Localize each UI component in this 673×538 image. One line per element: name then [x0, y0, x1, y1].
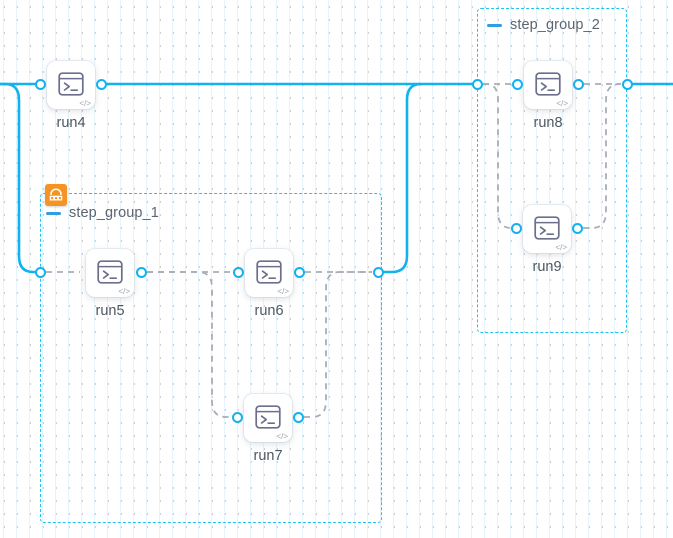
port-run7-output[interactable]: [293, 412, 304, 423]
node-card[interactable]: </>: [244, 394, 292, 442]
port-run9-input[interactable]: [511, 223, 522, 234]
terminal-icon: [256, 259, 282, 284]
group-header-step-group-1[interactable]: step_group_1: [46, 205, 159, 221]
minus-icon[interactable]: [46, 211, 61, 215]
node-card[interactable]: </>: [47, 61, 95, 109]
port-group2-input[interactable]: [472, 79, 483, 90]
node-run5[interactable]: </> run5: [86, 249, 134, 319]
node-label: run9: [532, 259, 562, 275]
workflow-group-icon: [45, 184, 67, 206]
group-title-label: step_group_2: [510, 17, 600, 33]
edge-canvas-left-to-run5: [0, 82, 40, 274]
port-run6-output[interactable]: [294, 267, 305, 278]
group-title-label: step_group_1: [69, 205, 159, 221]
node-label: run7: [253, 448, 283, 464]
edge-merge1-to-main-lane: [378, 82, 422, 274]
code-icon: </>: [555, 243, 567, 252]
port-run4-output[interactable]: [96, 79, 107, 90]
group-box-step-group-2[interactable]: [477, 8, 627, 333]
terminal-icon: [97, 259, 123, 284]
port-run9-output[interactable]: [572, 223, 583, 234]
node-run6[interactable]: </> run6: [245, 249, 293, 319]
node-label: run4: [56, 115, 86, 131]
node-label: run5: [95, 303, 125, 319]
terminal-icon: [255, 404, 281, 429]
port-run8-input[interactable]: [512, 79, 523, 90]
port-group1-merge[interactable]: [373, 267, 384, 278]
port-run5-output[interactable]: [136, 267, 147, 278]
group-box-step-group-1[interactable]: [40, 193, 382, 523]
port-run6-input[interactable]: [233, 267, 244, 278]
group-header-step-group-2[interactable]: step_group_2: [487, 17, 600, 33]
node-card[interactable]: </>: [245, 249, 293, 297]
terminal-icon: [534, 215, 560, 240]
code-icon: </>: [556, 99, 568, 108]
terminal-icon: [58, 71, 84, 96]
code-icon: </>: [277, 287, 289, 296]
node-card[interactable]: </>: [524, 61, 572, 109]
node-label: run6: [254, 303, 284, 319]
port-run8-output[interactable]: [573, 79, 584, 90]
port-run5-input[interactable]: [35, 267, 46, 278]
node-run4[interactable]: </> run4: [47, 61, 95, 131]
code-icon: </>: [118, 287, 130, 296]
node-label: run8: [533, 115, 563, 131]
node-run7[interactable]: </> run7: [244, 394, 292, 464]
port-run7-input[interactable]: [232, 412, 243, 423]
port-group2-merge[interactable]: [622, 79, 633, 90]
code-icon: </>: [79, 99, 91, 108]
node-card[interactable]: </>: [523, 205, 571, 253]
minus-icon[interactable]: [487, 23, 502, 27]
node-run8[interactable]: </> run8: [524, 61, 572, 131]
node-card[interactable]: </>: [86, 249, 134, 297]
port-run4-input[interactable]: [35, 79, 46, 90]
node-run9[interactable]: </> run9: [523, 205, 571, 275]
terminal-icon: [535, 71, 561, 96]
code-icon: </>: [276, 432, 288, 441]
